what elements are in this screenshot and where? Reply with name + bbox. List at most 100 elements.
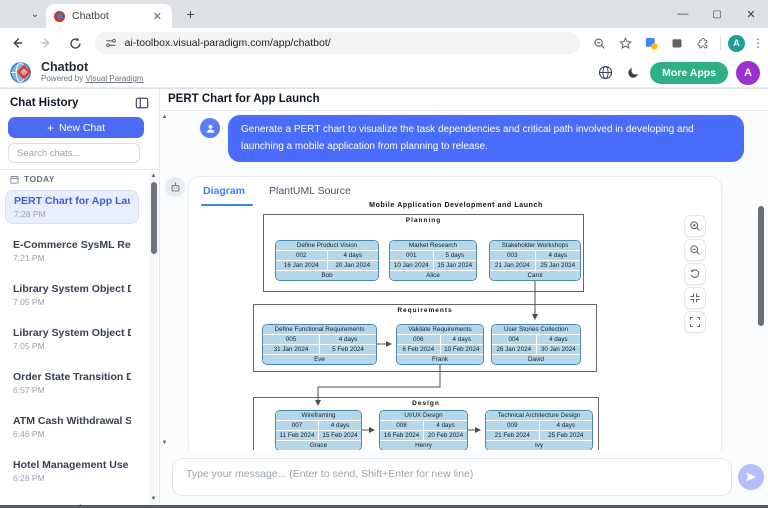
today-section-row: TODAY	[0, 169, 160, 184]
tab-diagram[interactable]: Diagram	[203, 185, 246, 197]
user-avatar	[200, 118, 220, 138]
diagram-card: Diagram PlantUML Source Mobile Applicati…	[188, 176, 722, 450]
search-chats-input[interactable]	[8, 143, 140, 163]
task-define-product-vision: Define Product Vision 002 4 days 16 Jan …	[275, 240, 379, 281]
fullscreen-button[interactable]	[684, 311, 706, 333]
zoom-indicator-icon[interactable]	[588, 32, 610, 54]
composer-bar	[160, 450, 768, 508]
group-planning: Planning	[263, 214, 584, 292]
sidebar-scrollbar-thumb[interactable]	[150, 182, 157, 254]
conversation-header: PERT Chart for App Launch	[160, 89, 768, 111]
new-chat-button[interactable]: + New Chat	[8, 117, 144, 138]
extensions-puzzle-icon[interactable]	[692, 32, 714, 54]
task-validate-requirements: Validate Requirements 006 4 days 6 Feb 2…	[396, 324, 484, 365]
site-info-icon[interactable]	[105, 37, 117, 49]
tab-close-icon[interactable]: ✕	[152, 10, 162, 23]
language-globe-icon[interactable]	[594, 62, 616, 84]
fit-to-screen-button[interactable]	[684, 287, 706, 309]
person-icon	[206, 124, 214, 133]
chat-item-library-object-2[interactable]: Library System Object Diagr... 7:05 PM	[13, 327, 131, 351]
task-define-functional-requirements: Define Functional Requirements 005 4 day…	[262, 324, 377, 365]
back-icon[interactable]	[6, 32, 29, 54]
fit-icon	[690, 293, 700, 303]
chat-scroll-up-icon[interactable]: ▲	[161, 114, 168, 120]
chrome-profile-avatar[interactable]: A	[728, 34, 746, 52]
visual-paradigm-link[interactable]: Visual Paradigm	[85, 74, 144, 83]
app-title: Chatbot	[41, 60, 89, 74]
close-window-icon[interactable]: ✕	[746, 8, 756, 21]
calendar-icon	[10, 175, 19, 184]
profile-avatar[interactable]: A	[736, 60, 760, 85]
url-text: ai-toolbox.visual-paradigm.com/app/chatb…	[124, 37, 331, 49]
zoom-out-icon	[690, 245, 700, 255]
chat-item-library-object-1[interactable]: Library System Object Diagr... 7:05 PM	[13, 283, 131, 307]
sidebar-scrollbar[interactable]: ▲ ▼	[149, 171, 158, 508]
toolbar-separator	[720, 36, 722, 50]
scroll-up-icon[interactable]: ▲	[150, 173, 157, 179]
reload-icon[interactable]	[64, 32, 87, 54]
new-tab-icon[interactable]: +	[186, 6, 195, 22]
window-bottom-edge	[0, 505, 768, 508]
browser-tab-chatbot[interactable]: Chatbot ✕	[46, 4, 172, 28]
browser-menu-icon[interactable]: ⋮	[752, 36, 765, 50]
tab-plantuml-source[interactable]: PlantUML Source	[269, 185, 351, 197]
panel-collapse-icon[interactable]	[135, 96, 149, 110]
chat-scrollbar-thumb[interactable]	[758, 206, 764, 326]
chat-item-order-state[interactable]: Order State Transition Diagra... 6:57 PM	[13, 371, 131, 395]
pert-diagram-viewport[interactable]: Mobile Application Development and Launc…	[189, 201, 723, 450]
bot-avatar	[165, 177, 185, 197]
chat-history-list: PERT Chart for App Launch 7:28 PM E-Comm…	[0, 187, 148, 508]
window-controls: — ▢ ✕	[666, 0, 768, 28]
reset-icon	[690, 269, 700, 278]
app-body: Chat History + New Chat TODAY PERT Chart…	[0, 89, 768, 508]
chat-item-hotel-use-case[interactable]: Hotel Management Use Case 6:28 PM	[13, 459, 131, 483]
forward-icon[interactable]	[35, 32, 58, 54]
browser-toolbar: ai-toolbox.visual-paradigm.com/app/chatb…	[0, 28, 768, 58]
conversation-title: PERT Chart for App Launch	[168, 93, 320, 105]
extension-dark-icon[interactable]	[666, 32, 688, 54]
toolbar-right: A ⋮	[586, 32, 768, 54]
chat-scroll-down-icon[interactable]: ▼	[161, 440, 168, 446]
send-button[interactable]	[738, 464, 764, 490]
url-bar[interactable]: ai-toolbox.visual-paradigm.com/app/chatb…	[94, 32, 581, 54]
zoom-in-button[interactable]	[684, 215, 706, 237]
chat-item-ecommerce-sysml[interactable]: E-Commerce SysML Require... 7:21 PM	[13, 239, 131, 263]
tab-search-icon[interactable]: ⌄	[30, 9, 40, 20]
chat-item-pert-chart[interactable]: PERT Chart for App Launch 7:28 PM	[5, 190, 139, 224]
task-uiux-design: UI/UX Design 008 4 days 16 Feb 2024 20 F…	[379, 410, 468, 450]
scroll-down-icon[interactable]: ▼	[150, 496, 157, 502]
task-market-research: Market Research 001 5 days 10 Jan 2024 1…	[389, 240, 477, 281]
fullscreen-icon	[689, 316, 701, 328]
header-actions: More Apps A	[594, 60, 768, 85]
group-requirements: Requirements	[253, 304, 597, 372]
pert-connectors	[315, 281, 538, 433]
task-stakeholder-workshops: Stakeholder Workshops 003 4 days 21 Jan …	[489, 240, 581, 281]
browser-tab-strip: ⌄ Chatbot ✕ + — ▢ ✕	[0, 0, 768, 28]
message-input[interactable]	[172, 458, 732, 496]
minimize-icon[interactable]: —	[677, 8, 689, 20]
bookmark-star-icon[interactable]	[614, 32, 636, 54]
tab-title: Chatbot	[72, 10, 109, 22]
task-technical-architecture-design: Technical Architecture Design 009 4 days…	[485, 410, 593, 450]
extension-translate-icon[interactable]	[640, 32, 662, 54]
robot-icon	[171, 182, 179, 191]
zoom-out-button[interactable]	[684, 239, 706, 261]
more-apps-button[interactable]: More Apps	[650, 61, 728, 84]
active-tab-underline	[201, 204, 253, 206]
app-header: Chatbot Powered by Visual Paradigm More …	[0, 58, 768, 88]
diagram-tab-bar: Diagram PlantUML Source	[189, 177, 721, 207]
task-user-stories-collection: User Stories Collection 004 4 days 26 Ja…	[491, 324, 581, 365]
sidebar-title: Chat History	[10, 97, 79, 109]
powered-by: Powered by Visual Paradigm	[41, 74, 144, 83]
tab-favicon-icon	[54, 10, 65, 22]
zoom-in-icon	[690, 221, 700, 231]
diagram-title: Mobile Application Development and Launc…	[369, 202, 543, 209]
maximize-icon[interactable]: ▢	[712, 8, 722, 20]
dark-mode-moon-icon[interactable]	[622, 62, 644, 84]
send-icon	[746, 472, 757, 482]
reset-view-button[interactable]	[684, 263, 706, 285]
sidebar-header: Chat History	[0, 91, 159, 115]
chat-item-atm-withdrawal[interactable]: ATM Cash Withdrawal Seque... 6:46 PM	[13, 415, 131, 439]
sidebar: Chat History + New Chat TODAY PERT Chart…	[0, 89, 160, 508]
